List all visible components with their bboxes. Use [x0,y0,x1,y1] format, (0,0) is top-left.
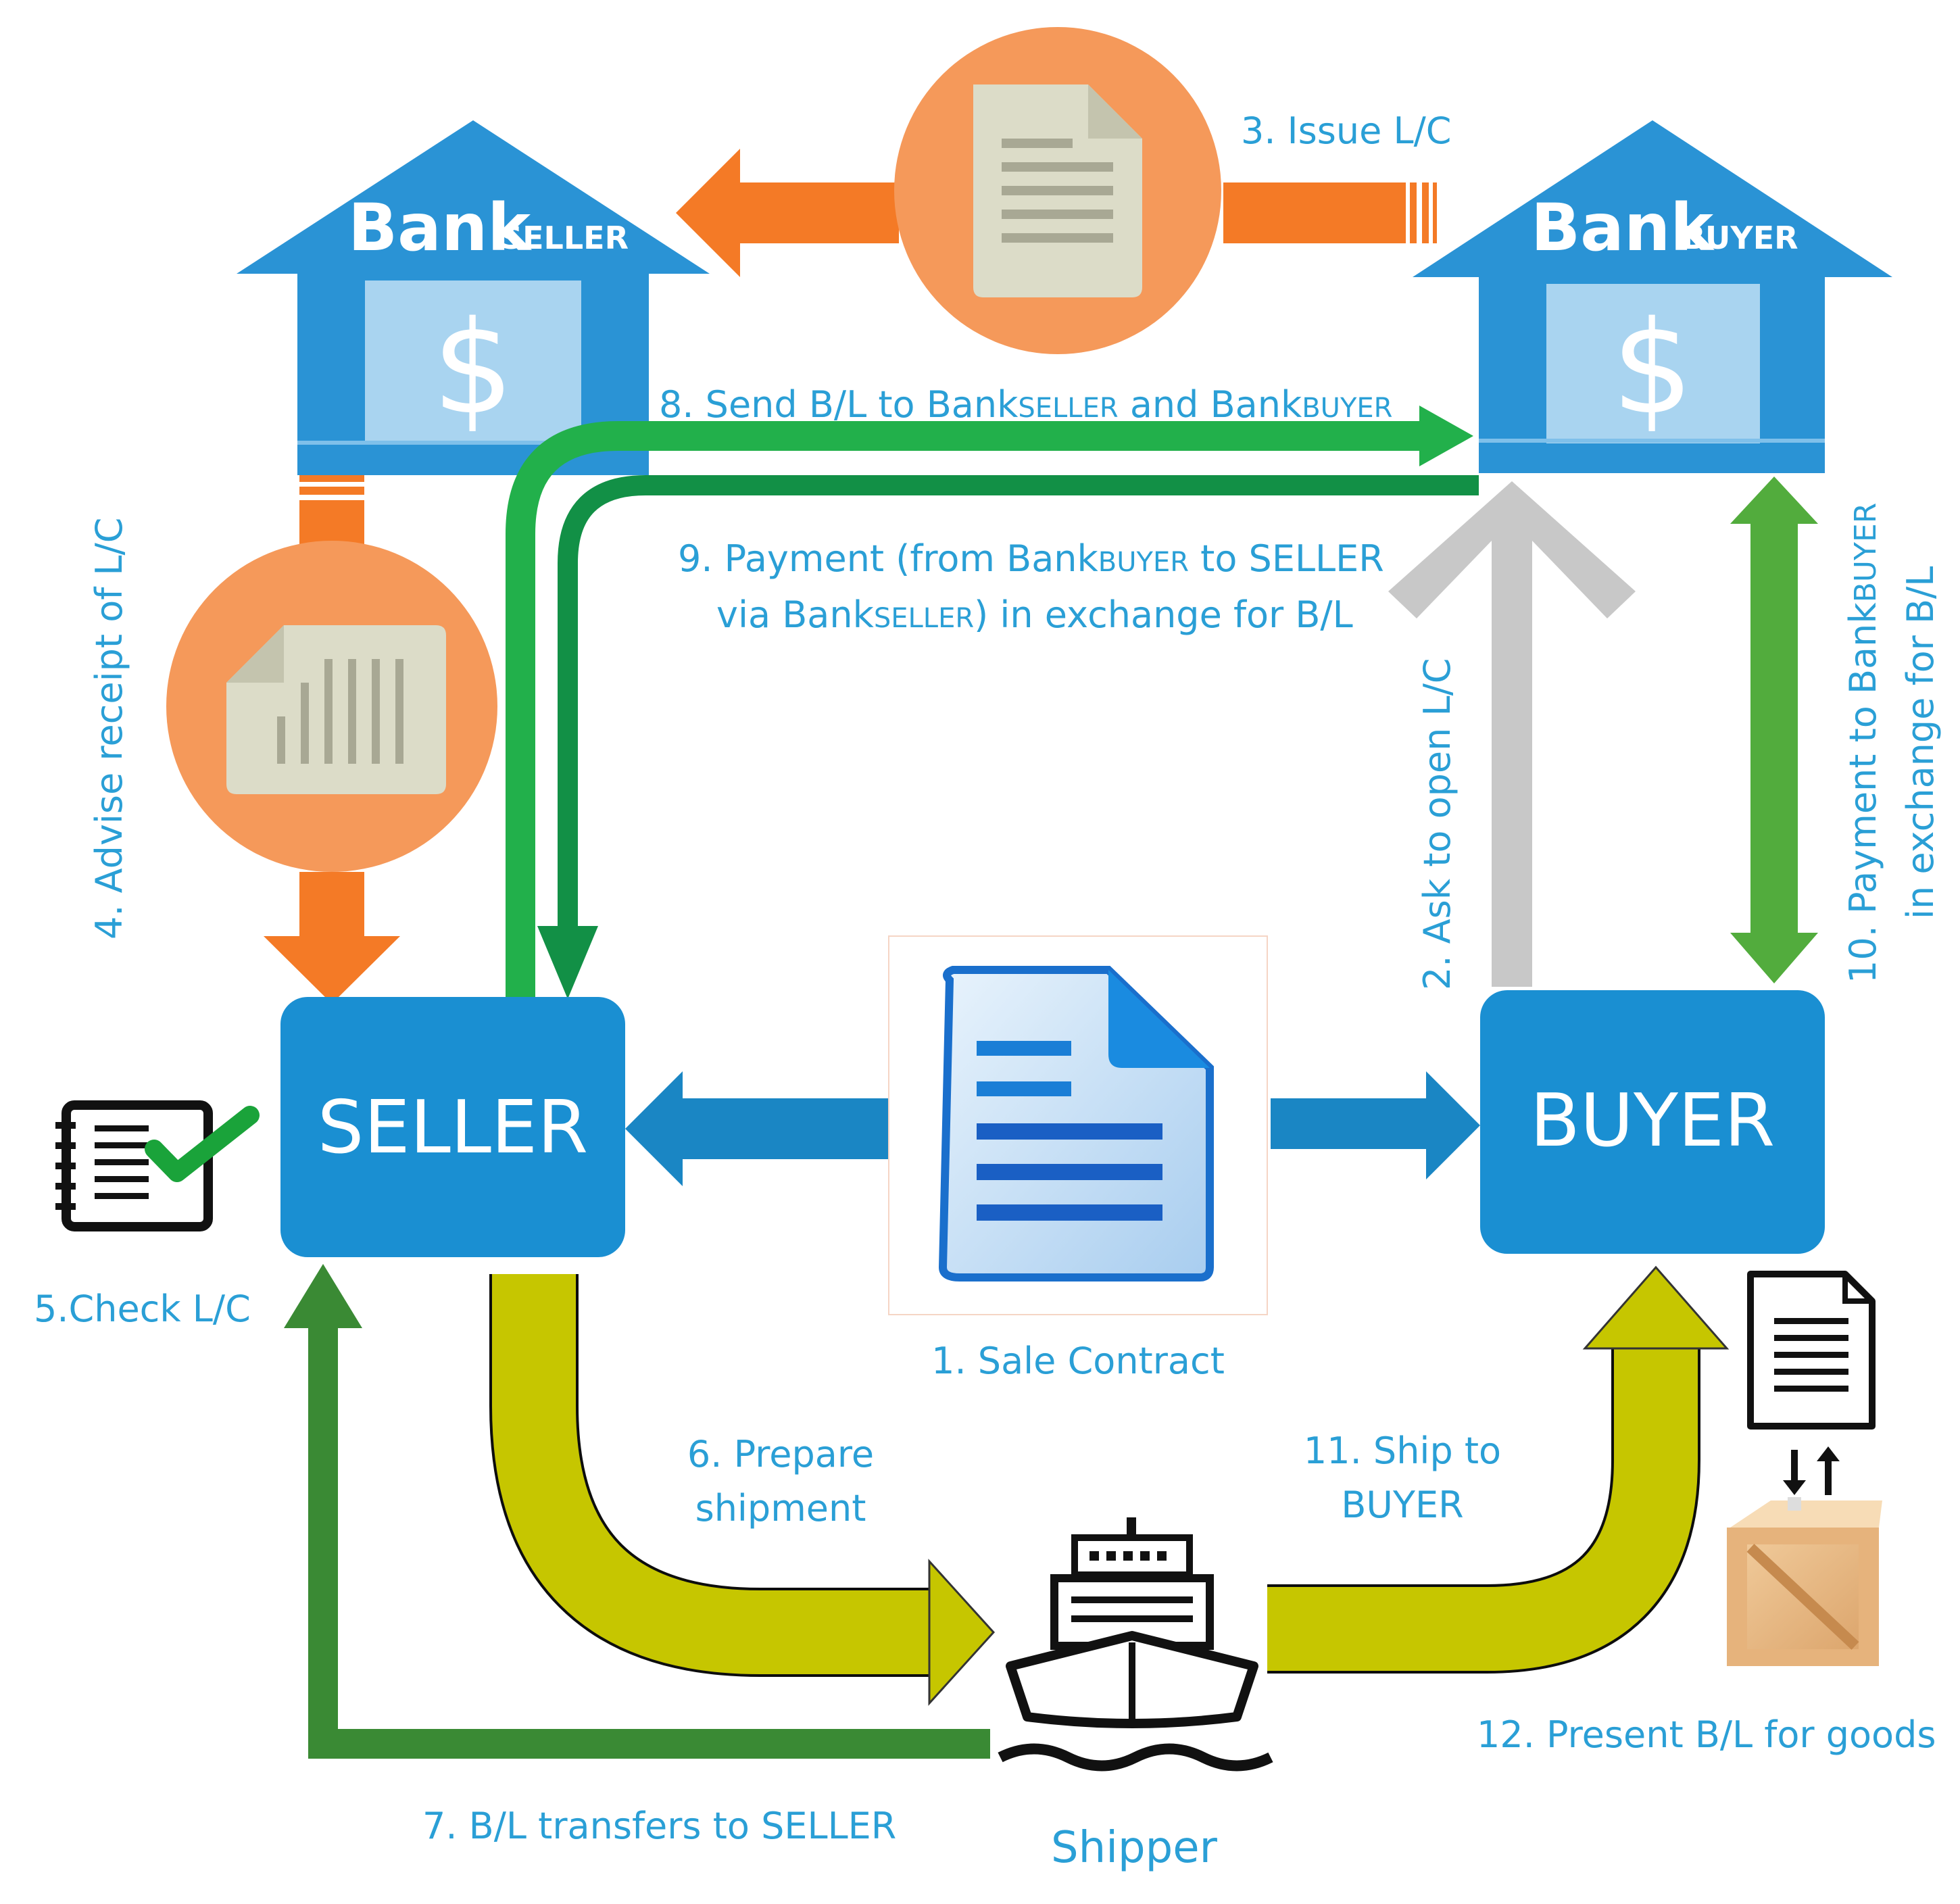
buyer-label: BUYER [1530,1079,1775,1163]
step-4-label: 4. Advise receipt of L/C [88,518,130,939]
step-6-label-2: shipment [695,1487,866,1530]
buyer-box: BUYER [1480,990,1825,1254]
shipper-label: Shipper [1051,1823,1218,1873]
step-10-label-2: in exchange for B/L [1899,566,1942,919]
bank-seller-title: Bank [348,190,532,266]
step-7-label: 7. B/L transfers to SELLER [422,1805,896,1847]
payment-bank-buyer-arrow [1730,477,1818,983]
seller-label: SELLER [318,1085,588,1170]
step-2-label: 2. Ask to open L/C [1416,658,1459,990]
prepare-shipment-arrow [489,1274,996,1706]
contract-document-icon [888,935,1268,1315]
up-down-arrows-icon [1783,1446,1840,1495]
bl-transfer-arrow [284,1264,990,1759]
payment-to-seller-arrow [537,475,1479,999]
step-6-label-1: 6. Prepare [687,1433,874,1475]
step-12-label: 12. Present B/L for goods [1477,1713,1936,1756]
step-3-label: 3. Issue L/C [1241,109,1451,152]
dollar-icon: $ [1612,293,1694,443]
step-5-label: 5.Check L/C [34,1288,251,1330]
bill-of-lading-icon [1747,1271,1876,1430]
bank-buyer-sub: BUYER [1682,220,1798,256]
ask-open-lc-arrow [1388,481,1636,987]
dollar-icon: $ [433,293,514,443]
contract-to-seller-arrow [625,1071,889,1186]
issue-document-icon [894,27,1221,354]
step-10-label-1: 10. Payment to BankBUYER [1842,503,1884,983]
crate-icon [1727,1497,1882,1666]
contract-to-buyer-arrow [1271,1071,1480,1179]
step-9-label-2: via BankSELLER) in exchange for B/L [716,593,1353,636]
checklist-icon [55,1100,260,1231]
step-1-label: 1. Sale Contract [931,1340,1225,1382]
ship-icon [998,1517,1273,1772]
step-9-label-1: 9. Payment (from BankBUYER to SELLER [678,537,1384,580]
issue-lc-arrow [676,149,1437,277]
bank-seller: Bank SELLER $ [237,120,710,475]
barcode-document-icon [166,541,497,872]
send-bl-arrow [506,406,1473,997]
seller-box: SELLER [280,997,625,1257]
ship-to-buyer-arrow [1267,1265,1730,1674]
bank-buyer-title: Bank [1531,190,1715,266]
step-8-label: 8. Send B/L to BankSELLER and BankBUYER [659,383,1392,426]
bank-seller-sub: SELLER [500,220,629,256]
step-11-label-1: 11. Ship to [1304,1430,1501,1472]
step-11-label-2: BUYER [1341,1484,1463,1526]
bank-buyer: Bank BUYER $ [1413,120,1892,473]
